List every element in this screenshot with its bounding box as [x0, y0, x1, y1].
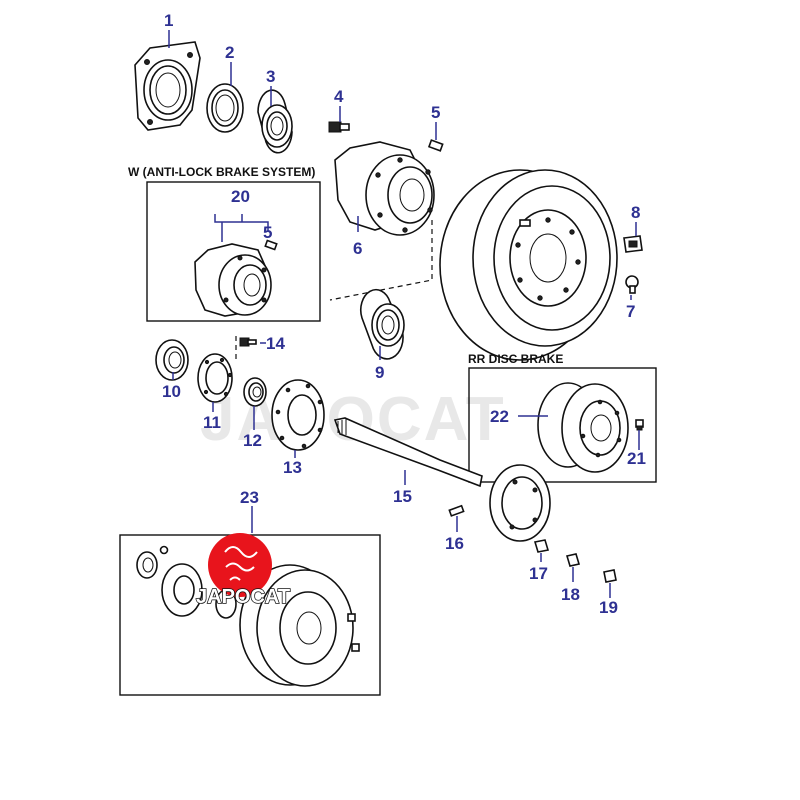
callout-5-abs: 5: [263, 223, 272, 242]
logo-figure-icon: [224, 546, 258, 581]
part-2-oil-seal: [206, 83, 244, 133]
part-17-nut: [533, 539, 550, 553]
part-4-hub-bolt: [328, 121, 350, 133]
callout-19: 19: [599, 598, 618, 617]
callout-9: 9: [375, 363, 384, 382]
part-12-bearing: [243, 377, 267, 407]
part-22-disc: [537, 382, 629, 473]
callout-16: 16: [445, 534, 464, 553]
part-7-screw: [625, 275, 639, 294]
part-6-axle-hub: [334, 141, 435, 236]
part-15-axle-shaft: [333, 417, 551, 542]
part-11-sensor-rotor: [197, 353, 233, 403]
part-14-screw: [239, 337, 257, 347]
part-10-seal: [155, 339, 189, 381]
callout-3: 3: [266, 67, 275, 86]
part-9-bearing: [359, 288, 405, 360]
japocat-logo: JAPOCAT: [195, 533, 291, 609]
part-13-ring: [271, 379, 325, 451]
callout-23: 23: [240, 488, 259, 507]
part-brake-drum: [439, 169, 618, 361]
callout-2: 2: [225, 43, 234, 62]
callout-12: 12: [243, 431, 262, 450]
logo-text: JAPOCAT: [196, 586, 290, 608]
part-19-nut: [603, 569, 617, 583]
callout-8: 8: [631, 203, 640, 222]
abs-inset-box: [146, 181, 321, 322]
callout-21: 21: [627, 449, 646, 468]
part-16-stud: [448, 504, 465, 517]
caption-rr-disc: RR DISC BRAKE: [468, 352, 563, 366]
part-3-bearing: [257, 89, 293, 154]
part-18-nut: [565, 553, 581, 567]
caption-abs: W (ANTI-LOCK BRAKE SYSTEM): [128, 165, 315, 179]
callout-13: 13: [283, 458, 302, 477]
callout-20: 20: [231, 187, 250, 206]
callout-1: 1: [164, 11, 173, 30]
callout-15: 15: [393, 487, 412, 506]
callout-22: 22: [490, 407, 509, 426]
logo-seal-circle: [208, 533, 272, 597]
callout-10: 10: [162, 382, 181, 401]
callout-17: 17: [529, 564, 548, 583]
callout-4: 4: [334, 87, 344, 106]
part-20-abs-hub: [194, 239, 278, 317]
callout-6: 6: [353, 239, 362, 258]
rr-disc-inset-box: [468, 367, 657, 483]
callout-11: 11: [203, 413, 221, 432]
part-1-retainer-plate: [134, 41, 201, 131]
callout-18: 18: [561, 585, 580, 604]
part-21-screw: [635, 419, 644, 431]
callout-5-top: 5: [431, 103, 440, 122]
part-5-pin: [427, 139, 444, 152]
assembly-line-hub: [329, 220, 433, 301]
callout-7: 7: [626, 302, 635, 321]
part-23-assembly: [136, 545, 360, 687]
part-8-clip: [623, 235, 643, 253]
callout-14: 14: [266, 334, 285, 353]
leader-lines: [168, 30, 640, 598]
callout-labels: 1 2 3 4 5 5 6 7 8 9 10 11 12 13 14 15 16…: [162, 11, 646, 617]
